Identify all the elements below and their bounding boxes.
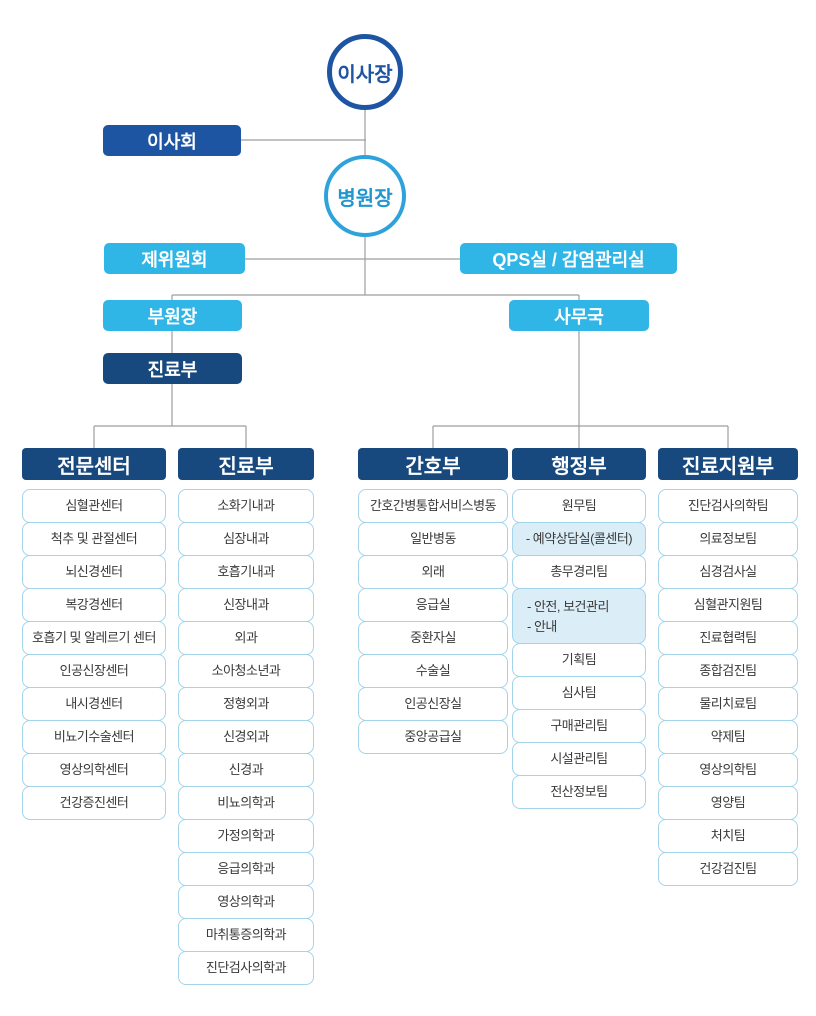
org-cell: 척추 및 관절센터 bbox=[22, 522, 166, 556]
node-medical-dept: 진료부 bbox=[103, 353, 242, 384]
node-hospital-director-label: 병원장 bbox=[337, 187, 393, 210]
org-cell: 내시경센터 bbox=[22, 687, 166, 721]
node-chairman-label: 이사장 bbox=[337, 63, 393, 86]
org-cell: 비뇨의학과 bbox=[178, 786, 314, 820]
org-cell: 수술실 bbox=[358, 654, 508, 688]
org-cell: 소화기내과 bbox=[178, 489, 314, 523]
org-cell: 간호간병통합서비스병동 bbox=[358, 489, 508, 523]
org-cell: 응급실 bbox=[358, 588, 508, 622]
node-qps-label: QPS실 / 감염관리실 bbox=[492, 249, 645, 270]
org-cell: 영상의학팀 bbox=[658, 753, 798, 787]
org-cell: 인공신장실 bbox=[358, 687, 508, 721]
org-cell: 진단검사의학과 bbox=[178, 951, 314, 985]
node-board: 이사회 bbox=[103, 125, 241, 156]
node-qps-infection-control: QPS실 / 감염관리실 bbox=[460, 243, 677, 274]
org-cell: 처치팀 bbox=[658, 819, 798, 853]
org-cell: 의료정보팀 bbox=[658, 522, 798, 556]
org-cell: 영양팀 bbox=[658, 786, 798, 820]
org-cell: - 안전, 보건관리 - 안내 bbox=[512, 588, 646, 644]
org-cell: 외과 bbox=[178, 621, 314, 655]
org-cell: 신장내과 bbox=[178, 588, 314, 622]
org-cell: 진단검사의학팀 bbox=[658, 489, 798, 523]
org-cell: - 예약상담실(콜센터) bbox=[512, 522, 646, 556]
org-cell: 외래 bbox=[358, 555, 508, 589]
org-cell: 기획팀 bbox=[512, 643, 646, 677]
org-cell: 건강검진팀 bbox=[658, 852, 798, 886]
org-cell: 일반병동 bbox=[358, 522, 508, 556]
org-cell: 총무경리팀 bbox=[512, 555, 646, 589]
org-cell: 심혈관센터 bbox=[22, 489, 166, 523]
org-cell: 진료협력팀 bbox=[658, 621, 798, 655]
org-cell: 가정의학과 bbox=[178, 819, 314, 853]
org-cell: 신경외과 bbox=[178, 720, 314, 754]
org-cell: 심장내과 bbox=[178, 522, 314, 556]
org-cell: 중환자실 bbox=[358, 621, 508, 655]
org-cell: 신경과 bbox=[178, 753, 314, 787]
node-board-label: 이사회 bbox=[147, 131, 197, 152]
node-committees: 제위원회 bbox=[104, 243, 245, 274]
org-cell: 뇌신경센터 bbox=[22, 555, 166, 589]
node-vice-director: 부원장 bbox=[103, 300, 242, 331]
org-cell: 소아청소년과 bbox=[178, 654, 314, 688]
node-chairman: 이사장 bbox=[327, 34, 403, 110]
node-admin-office: 사무국 bbox=[509, 300, 649, 331]
column-header-nursing-dept: 간호부 bbox=[358, 448, 508, 480]
node-committees-label: 제위원회 bbox=[141, 249, 208, 270]
node-hospital-director: 병원장 bbox=[324, 155, 406, 237]
node-admin-office-label: 사무국 bbox=[554, 306, 604, 327]
column-header-administrative-dept: 행정부 bbox=[512, 448, 646, 480]
column-header-medical-support-dept: 진료지원부 bbox=[658, 448, 798, 480]
org-cell: 전산정보팀 bbox=[512, 775, 646, 809]
column-header-medical-dept: 진료부 bbox=[178, 448, 314, 480]
org-cell: 약제팀 bbox=[658, 720, 798, 754]
node-medical-dept-label: 진료부 bbox=[147, 359, 198, 380]
org-cell: 정형외과 bbox=[178, 687, 314, 721]
org-cell: 물리치료팀 bbox=[658, 687, 798, 721]
org-cell: 마취통증의학과 bbox=[178, 918, 314, 952]
org-cell: 심혈관지원팀 bbox=[658, 588, 798, 622]
org-cell: 응급의학과 bbox=[178, 852, 314, 886]
org-cell: 비뇨기수술센터 bbox=[22, 720, 166, 754]
org-cell: 구매관리팀 bbox=[512, 709, 646, 743]
org-cell: 시설관리팀 bbox=[512, 742, 646, 776]
column-header-specialized-centers: 전문센터 bbox=[22, 448, 166, 480]
org-cell: 건강증진센터 bbox=[22, 786, 166, 820]
org-cell: 호흡기내과 bbox=[178, 555, 314, 589]
org-cell: 종합검진팀 bbox=[658, 654, 798, 688]
org-cell: 원무팀 bbox=[512, 489, 646, 523]
org-cell: 인공신장센터 bbox=[22, 654, 166, 688]
org-cell: 영상의학과 bbox=[178, 885, 314, 919]
node-vice-director-label: 부원장 bbox=[147, 306, 198, 327]
org-cell: 심경검사실 bbox=[658, 555, 798, 589]
org-cell: 심사팀 bbox=[512, 676, 646, 710]
org-cell: 호흡기 및 알레르기 센터 bbox=[22, 621, 166, 655]
org-cell: 중앙공급실 bbox=[358, 720, 508, 754]
org-cell: 영상의학센터 bbox=[22, 753, 166, 787]
org-cell: 복강경센터 bbox=[22, 588, 166, 622]
